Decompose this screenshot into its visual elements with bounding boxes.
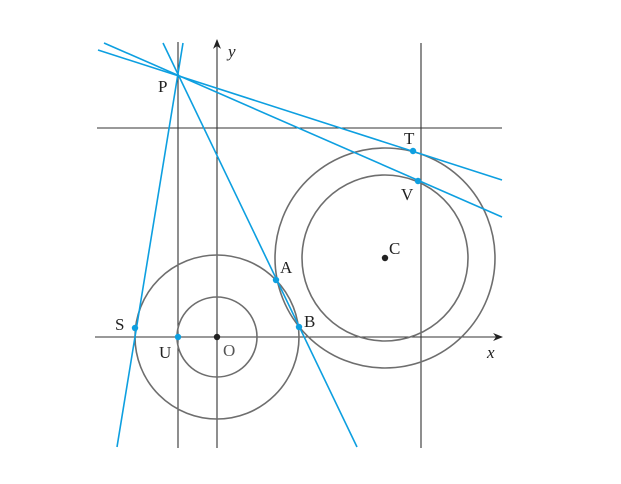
y-axis-label: y	[226, 42, 236, 61]
circle-c-small	[301, 174, 469, 342]
label-v: V	[401, 185, 414, 204]
label-a: A	[280, 258, 293, 277]
point-t	[409, 147, 417, 155]
point-b	[295, 323, 303, 331]
tangent-line-pv	[103, 42, 503, 218]
tangent-line-pt	[97, 49, 503, 181]
circle-c-large	[274, 147, 496, 369]
label-t: T	[404, 129, 415, 148]
tangent-line-ps	[116, 42, 184, 448]
x-axis-label: x	[486, 343, 495, 362]
label-b: B	[304, 312, 315, 331]
label-p: P	[158, 77, 167, 96]
point-u	[174, 333, 182, 341]
point-o	[213, 333, 221, 341]
point-s	[131, 324, 139, 332]
point-v	[414, 177, 422, 185]
label-u: U	[159, 343, 171, 362]
point-a	[272, 276, 280, 284]
label-c: C	[389, 239, 400, 258]
tangent-line-pab	[162, 42, 358, 448]
label-s: S	[115, 315, 124, 334]
origin-label: O	[223, 341, 235, 360]
point-c	[381, 254, 389, 262]
